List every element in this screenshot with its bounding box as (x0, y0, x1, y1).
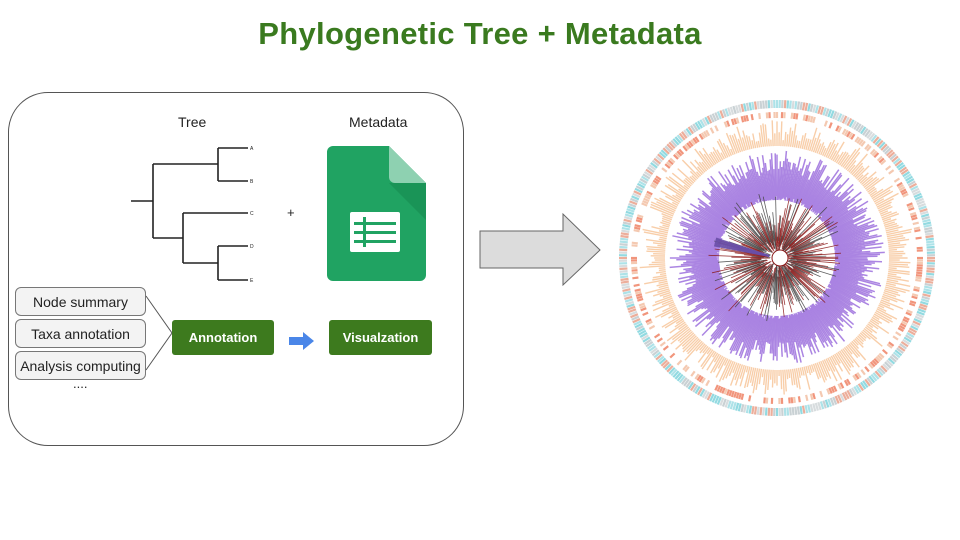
right-arrow-icon (479, 212, 601, 287)
spreadsheet-icon (327, 146, 426, 281)
task-taxa-annotation: Taxa annotation (15, 319, 146, 348)
workflow-panel (8, 92, 464, 446)
plus-sign: + (287, 205, 295, 220)
tree-label: Tree (178, 114, 207, 130)
task-node-summary: Node summary (15, 287, 146, 316)
metadata-label: Metadata (349, 114, 408, 130)
page-title: Phylogenetic Tree + Metadata (258, 16, 702, 51)
ellipsis: .... (73, 376, 88, 391)
annotation-button[interactable]: Annotation (172, 320, 274, 355)
task-analysis-computing: Analysis computing (15, 351, 146, 380)
blue-arrow-icon (289, 332, 314, 350)
visualization-button[interactable]: Visualzation (329, 320, 432, 355)
circular-tree-icon (618, 99, 936, 417)
